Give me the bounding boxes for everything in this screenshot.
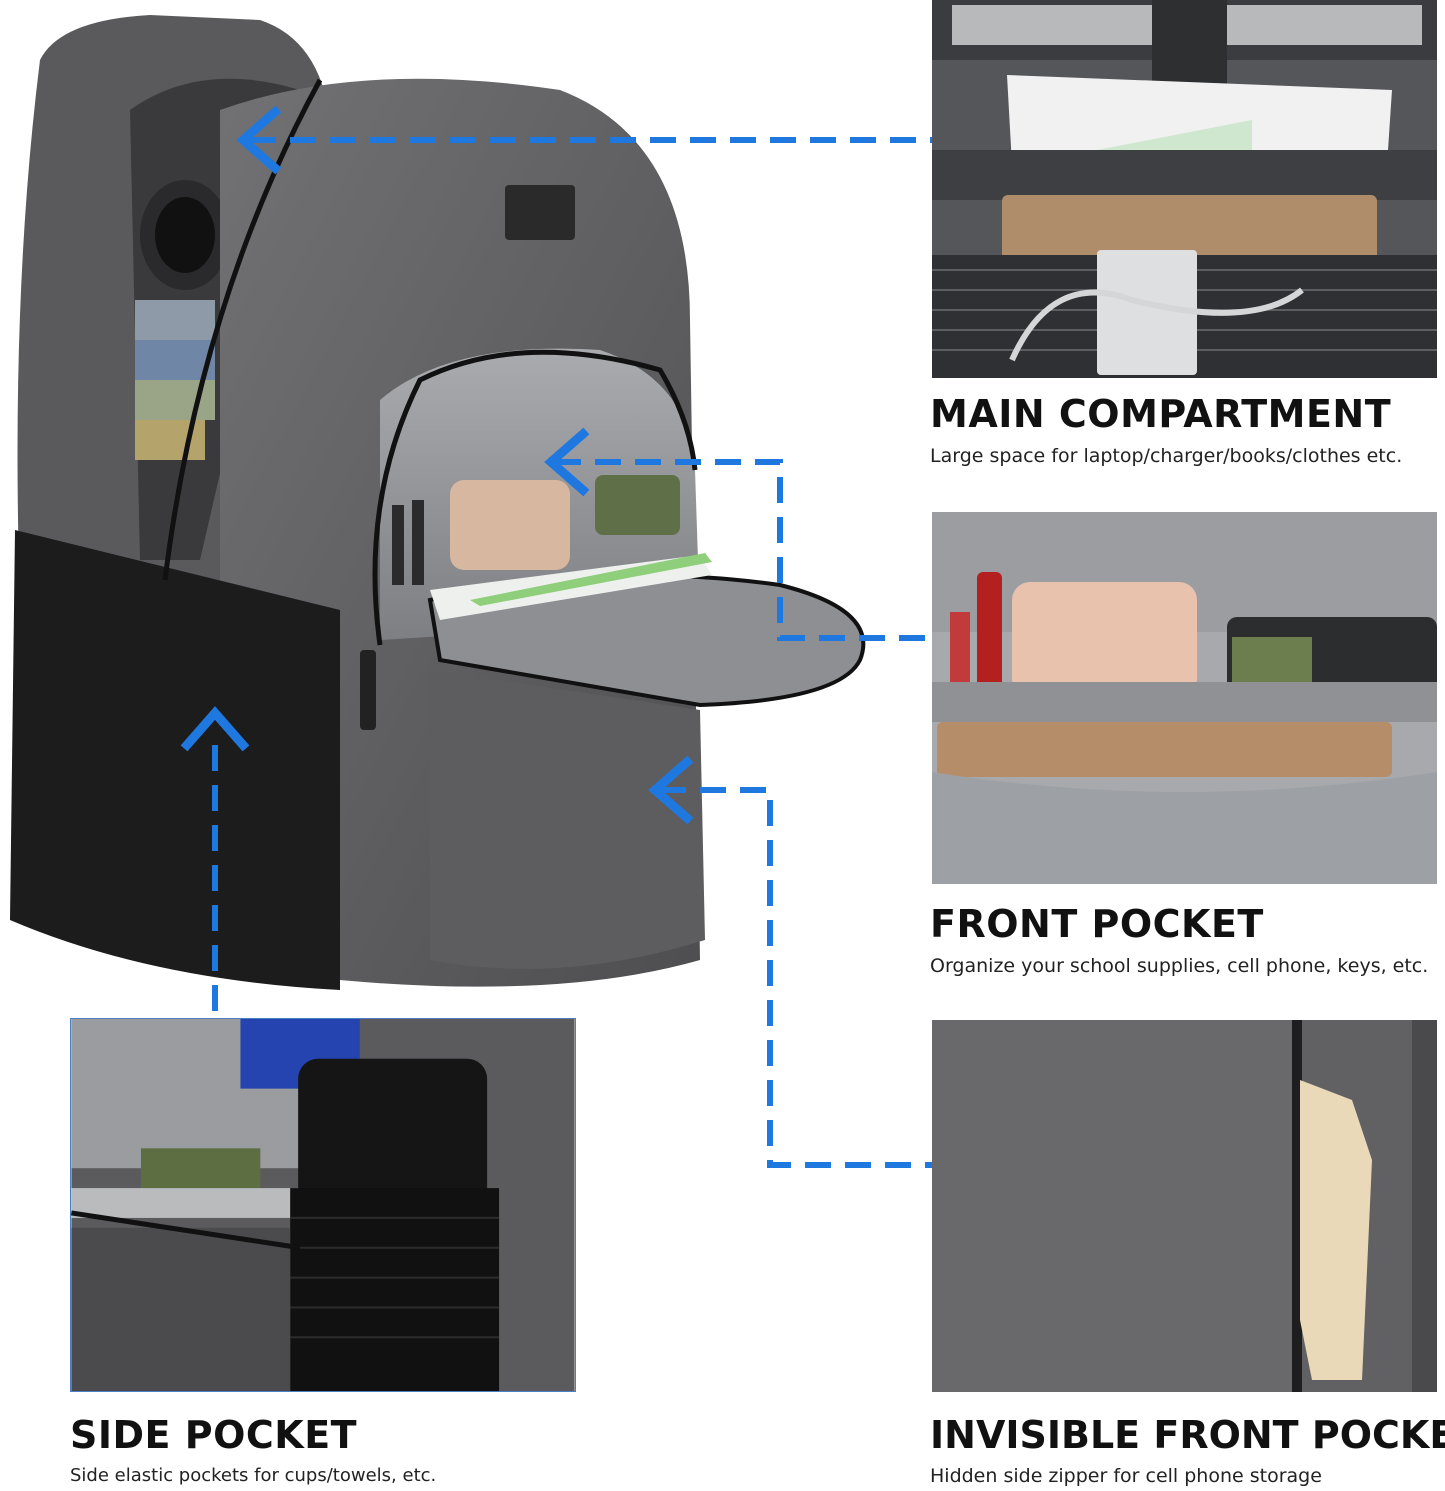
side-pocket-title: SIDE POCKET bbox=[70, 1413, 358, 1457]
main-compartment-subtitle: Large space for laptop/charger/books/clo… bbox=[930, 445, 1403, 467]
main-compartment-photo bbox=[932, 0, 1437, 378]
front-pocket-photo bbox=[932, 512, 1437, 884]
side-pocket-subtitle: Side elastic pockets for cups/towels, et… bbox=[70, 1465, 437, 1486]
front-pocket-subtitle: Organize your school supplies, cell phon… bbox=[930, 955, 1429, 977]
front-pocket-title: FRONT POCKET bbox=[930, 902, 1264, 946]
backpack-photo bbox=[0, 0, 880, 1000]
main-compartment-title: MAIN COMPARTMENT bbox=[930, 392, 1392, 436]
invisible-front-pocket-subtitle: Hidden side zipper for cell phone storag… bbox=[930, 1465, 1322, 1487]
invisible-front-pocket-title: INVISIBLE FRONT POCKET bbox=[930, 1413, 1445, 1457]
side-pocket-photo bbox=[70, 1018, 576, 1392]
invisible-front-pocket-photo bbox=[932, 1020, 1437, 1392]
